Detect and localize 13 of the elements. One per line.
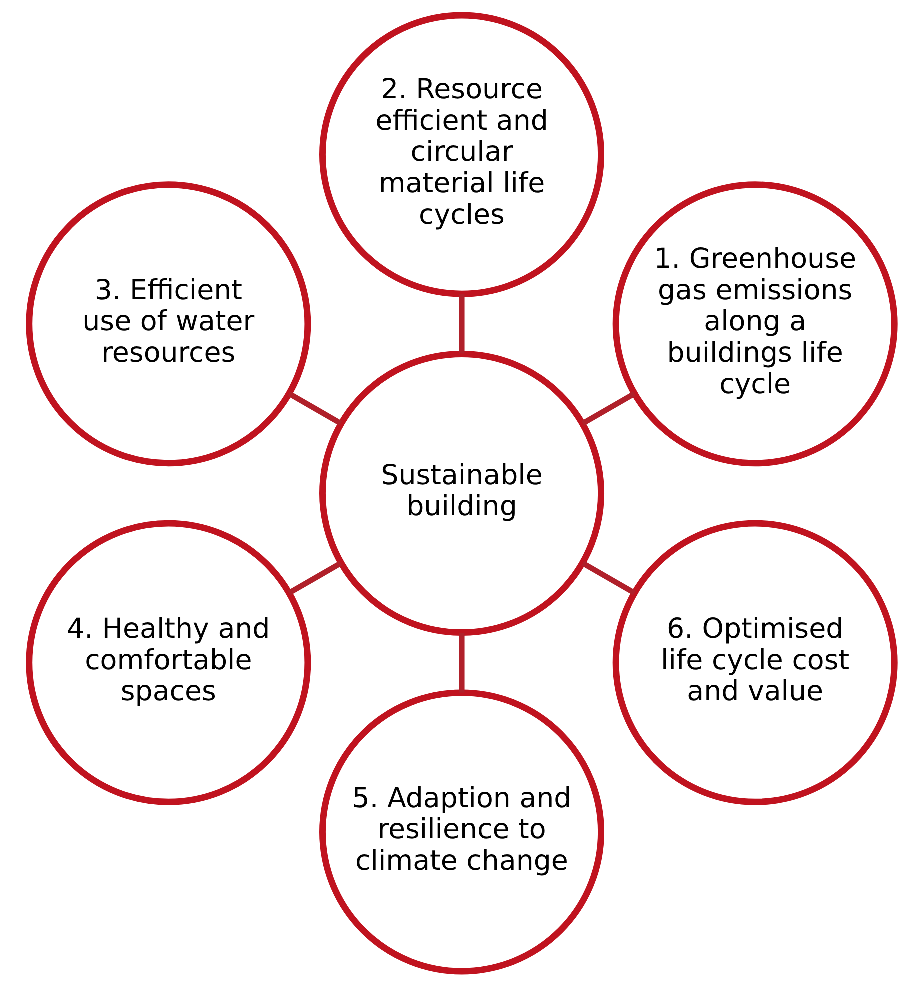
node-circle: 1. Greenhouse gas emissions along a buildings life cycle	[612, 182, 898, 467]
node-circle: 2. Resource efficient and circular material life cycles	[319, 12, 604, 298]
node-circle: Sustainable building	[319, 350, 604, 636]
connector	[288, 560, 342, 596]
connector	[581, 391, 636, 426]
node-circle: 5. Adaption and resilience to climate change	[319, 690, 604, 975]
node-circle: 3. Efficient use of water resources	[26, 182, 311, 467]
connector	[581, 560, 636, 596]
connector	[288, 391, 342, 426]
connector	[458, 294, 464, 354]
node-circle: 4. Healthy and comfortable spaces	[26, 520, 311, 806]
connector	[458, 633, 464, 693]
node-circle: 6. Optimised life cycle cost and value	[612, 520, 898, 806]
